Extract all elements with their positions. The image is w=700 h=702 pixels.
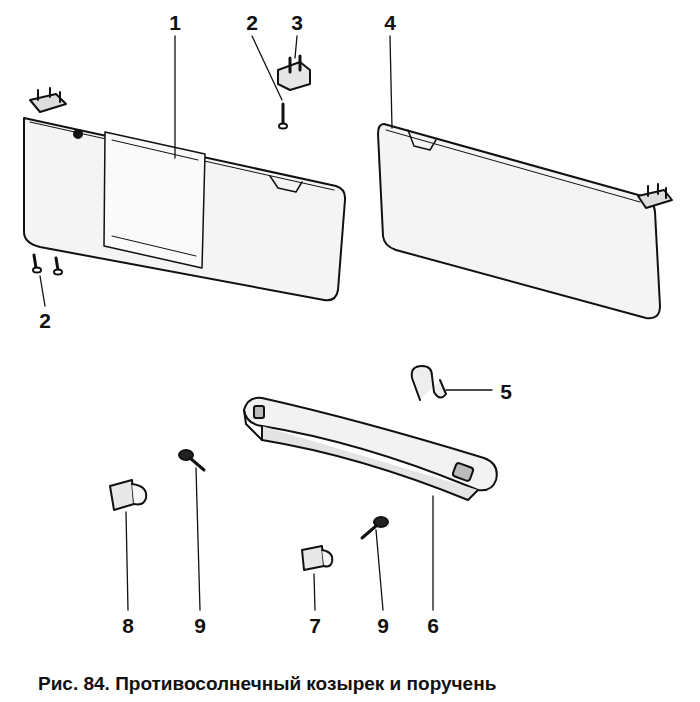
callout-number: 9 <box>377 615 389 636</box>
callout-number: 5 <box>500 381 512 402</box>
callout-number: 1 <box>169 12 181 33</box>
callout-number: 8 <box>122 615 134 636</box>
callout-number: 2 <box>39 310 51 331</box>
callout-number: 7 <box>309 615 321 636</box>
figure-caption: Рис. 84. Противосолнечный козырек и пору… <box>38 674 496 693</box>
callout-number: 3 <box>291 12 303 33</box>
callout-number: 2 <box>246 12 258 33</box>
callout-number: 9 <box>194 615 206 636</box>
callout-number: 4 <box>384 12 396 33</box>
callout-number: 6 <box>427 615 439 636</box>
